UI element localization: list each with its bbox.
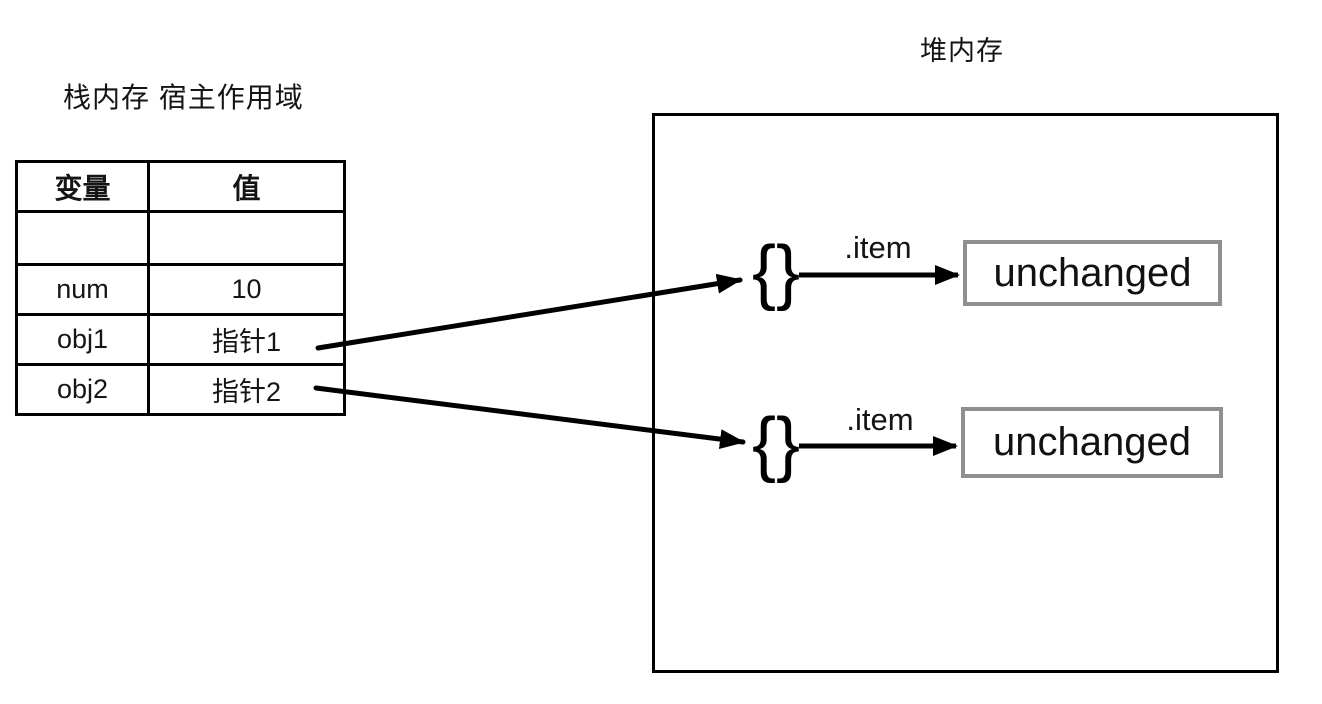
heap-object-2-braces: {} [751,404,801,484]
cell-value: 指针1 [147,313,346,366]
cell-value: 10 [147,263,346,316]
heap-object-2-item-label: .item [846,402,914,437]
heap-object-1-item-label: .item [844,230,912,265]
table-header-row: 变量 值 [15,160,346,213]
header-value: 值 [147,160,346,213]
heap-object-2-value-box: unchanged [961,407,1223,478]
stack-memory-title: 栈内存 宿主作用域 [63,82,304,113]
heap-object-1-braces: {} [751,232,801,312]
heap-object-2-value: unchanged [993,420,1191,464]
cell-variable: num [15,263,150,316]
cell-variable [15,210,150,266]
cell-variable: obj1 [15,313,150,366]
cell-value [147,210,346,266]
table-row [15,210,346,266]
header-variable: 变量 [15,160,150,213]
heap-box [652,113,1279,673]
table-row: num 10 [15,263,346,316]
heap-object-1-value: unchanged [993,250,1192,295]
table-row: obj2 指针2 [15,363,346,416]
cell-variable: obj2 [15,363,150,416]
heap-object-1-value-box: unchanged [963,240,1222,306]
table-row: obj1 指针1 [15,313,346,366]
stack-variable-table: 变量 值 num 10 obj1 指针1 obj2 指针2 [15,160,346,416]
heap-memory-title: 堆内存 [920,36,1004,66]
cell-value: 指针2 [147,363,346,416]
